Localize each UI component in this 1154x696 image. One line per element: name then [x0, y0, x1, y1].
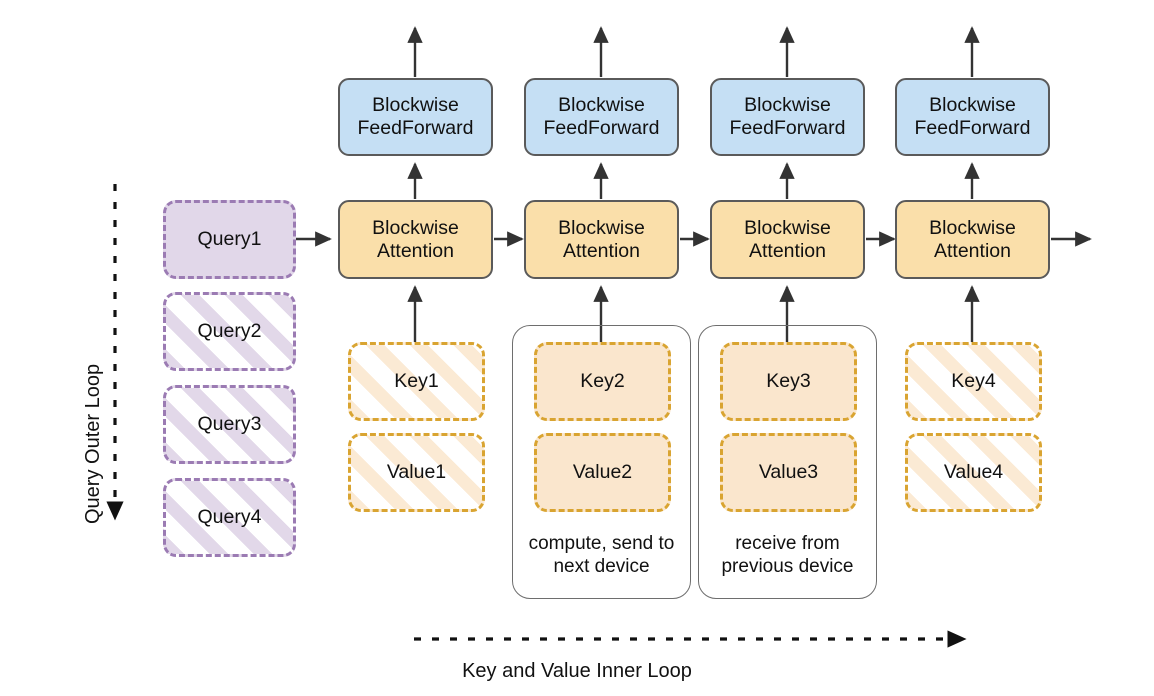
blockwise-feedforward-2-label: Blockwise FeedForward [543, 94, 660, 139]
query-outer-loop-label: Query Outer Loop [82, 363, 104, 524]
key-block-4[interactable]: Key4 [905, 342, 1042, 421]
blockwise-attention-3-label: Blockwise Attention [744, 216, 831, 262]
value-block-1[interactable]: Value1 [348, 433, 485, 512]
key-block-3[interactable]: Key3 [720, 342, 857, 421]
value-block-4[interactable]: Value4 [905, 433, 1042, 512]
blockwise-feedforward-1[interactable]: Blockwise FeedForward [338, 78, 493, 156]
value-block-3[interactable]: Value3 [720, 433, 857, 512]
key-block-2-label: Key2 [580, 370, 625, 392]
blockwise-feedforward-3-label: Blockwise FeedForward [729, 94, 846, 139]
value-block-2-label: Value2 [572, 461, 633, 483]
blockwise-attention-2[interactable]: Blockwise Attention [524, 200, 679, 279]
device-group-compute-send-caption: compute, send to next device [528, 533, 675, 578]
value-block-4-label: Value4 [943, 461, 1004, 483]
device-group-receive-previous-caption: receive from previous device [721, 533, 854, 578]
blockwise-feedforward-2[interactable]: Blockwise FeedForward [524, 78, 679, 156]
blockwise-attention-1-label: Blockwise Attention [372, 216, 459, 262]
blockwise-feedforward-4-label: Blockwise FeedForward [914, 94, 1031, 139]
query-block-2[interactable]: Query2 [163, 292, 296, 371]
query-block-3[interactable]: Query3 [163, 385, 296, 464]
blockwise-attention-4[interactable]: Blockwise Attention [895, 200, 1050, 279]
blockwise-attention-4-label: Blockwise Attention [929, 216, 1016, 262]
blockwise-feedforward-1-label: Blockwise FeedForward [357, 94, 474, 139]
query-block-4[interactable]: Query4 [163, 478, 296, 557]
query-block-4-label: Query4 [197, 506, 262, 528]
blockwise-attention-2-label: Blockwise Attention [558, 216, 645, 262]
blockwise-feedforward-3[interactable]: Blockwise FeedForward [710, 78, 865, 156]
key-block-1-label: Key1 [394, 370, 439, 392]
key-block-2[interactable]: Key2 [534, 342, 671, 421]
query-block-2-label: Query2 [197, 320, 262, 342]
device-group-receive-previous [698, 325, 877, 599]
query-block-1[interactable]: Query1 [163, 200, 296, 279]
key-block-3-label: Key3 [766, 370, 811, 392]
query-block-3-label: Query3 [197, 413, 262, 435]
key-block-4-label: Key4 [951, 370, 996, 392]
key-block-1[interactable]: Key1 [348, 342, 485, 421]
value-block-2[interactable]: Value2 [534, 433, 671, 512]
blockwise-feedforward-4[interactable]: Blockwise FeedForward [895, 78, 1050, 156]
device-group-compute-send [512, 325, 691, 599]
blockwise-attention-1[interactable]: Blockwise Attention [338, 200, 493, 279]
value-block-3-label: Value3 [758, 461, 819, 483]
kv-inner-loop-label: Key and Value Inner Loop [462, 660, 692, 682]
value-block-1-label: Value1 [386, 461, 447, 483]
blockwise-attention-3[interactable]: Blockwise Attention [710, 200, 865, 279]
query-block-1-label: Query1 [197, 228, 262, 250]
